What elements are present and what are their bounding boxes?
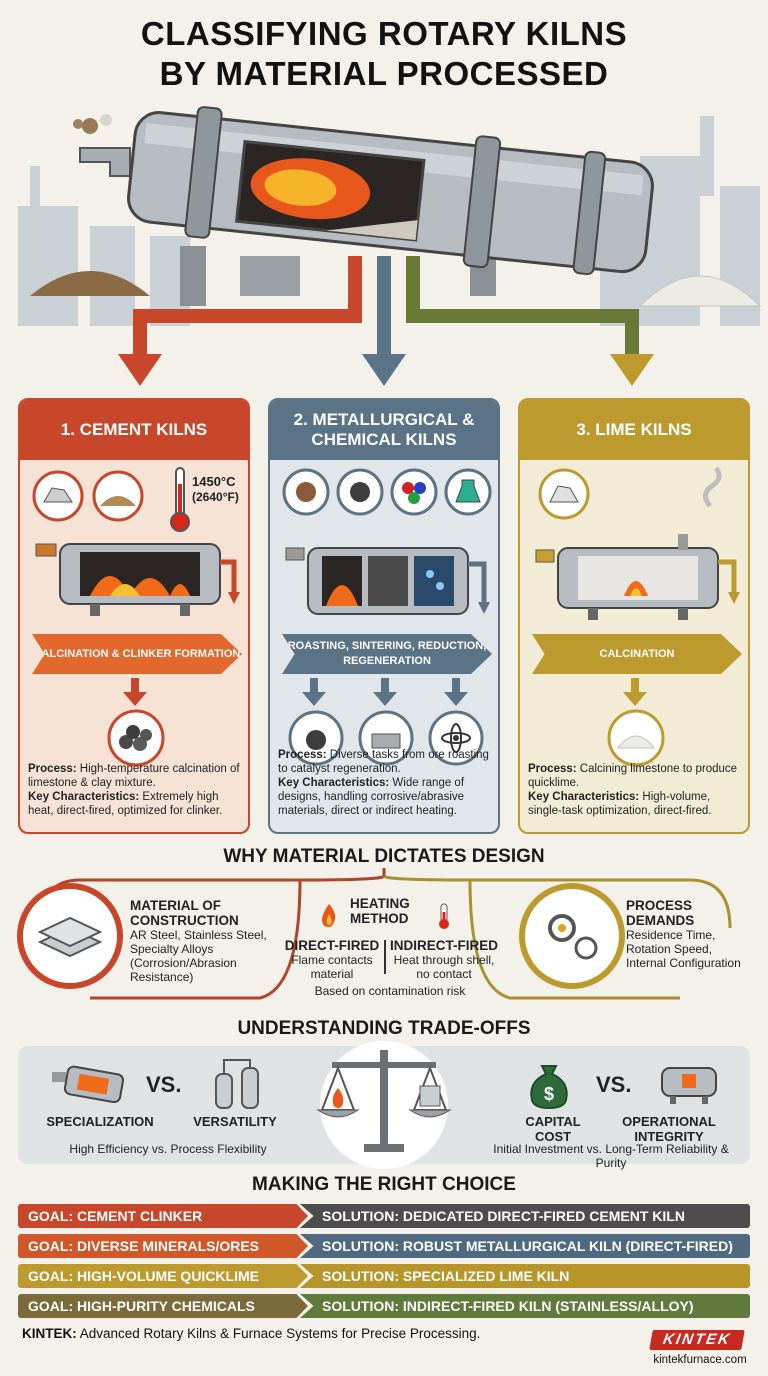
cement-description: Process: High-temperature calcination of… xyxy=(28,763,240,817)
indirect-fired-text: Heat through shell, no contact xyxy=(393,953,495,981)
goal-label: GOAL: HIGH-PURITY CHEMICALS xyxy=(18,1294,308,1318)
arrow-head-cement xyxy=(118,354,162,386)
goal-label: GOAL: DIVERSE MINERALS/ORES xyxy=(18,1234,308,1258)
hero-kiln-illustration xyxy=(18,106,762,386)
heating-divider xyxy=(384,940,386,974)
specialized-kiln-icon xyxy=(52,1065,125,1104)
flame-icon xyxy=(322,904,336,927)
goal-label: GOAL: CEMENT CLINKER xyxy=(18,1204,308,1228)
metallurgical-kiln-icon xyxy=(285,547,490,615)
quicklime-icon xyxy=(607,709,665,767)
solution-label: SOLUTION: DEDICATED DIRECT-FIRED CEMENT … xyxy=(300,1204,750,1228)
arrow-head-metallurgical xyxy=(362,354,406,386)
lime-kiln-card: 3. LIME KILNS CALCINATION Process: Calci… xyxy=(518,398,750,834)
feed-chute xyxy=(79,147,131,177)
cement-kiln-icon xyxy=(35,543,240,616)
metallurgical-kiln-heading: 2. METALLURGICAL & CHEMICAL KILNS xyxy=(270,400,498,460)
lime-kiln-icon xyxy=(535,534,740,620)
svg-text:$: $ xyxy=(544,1084,554,1104)
versatility-label: VERSATILITY xyxy=(193,1114,277,1129)
metallurgical-process-bar: ROASTING, SINTERING, REDUCTION, REGENERA… xyxy=(282,634,492,674)
output-products-icons xyxy=(288,710,484,766)
construction-title: MATERIAL OF CONSTRUCTION xyxy=(130,898,239,928)
money-bag-icon: $ xyxy=(530,1065,568,1110)
process-demands-title: PROCESS DEMANDS xyxy=(626,898,695,928)
choice-row: GOAL: HIGH-VOLUME QUICKLIME SOLUTION: SP… xyxy=(18,1264,750,1288)
arrow-to-lime xyxy=(406,256,639,358)
operational-kiln-icon xyxy=(661,1067,717,1104)
metallurgical-description: Process: Diverse tasks from ore roasting… xyxy=(278,749,489,817)
website-link[interactable]: kintekfurnace.com xyxy=(653,1354,747,1366)
temperature-celsius: 1450°C xyxy=(192,474,236,489)
lime-kiln-heading: 3. LIME KILNS xyxy=(520,400,748,460)
goal-label: GOAL: HIGH-VOLUME QUICKLIME xyxy=(18,1264,308,1288)
choice-row: GOAL: CEMENT CLINKER SOLUTION: DEDICATED… xyxy=(18,1204,750,1228)
contamination-note: Based on contamination risk xyxy=(314,984,466,998)
material-of-construction: MATERIAL OF CONSTRUCTION AR Steel, Stain… xyxy=(130,898,270,984)
temperature-fahrenheit: (2640°F) xyxy=(192,490,239,504)
tradeoffs-panel: VS. SPECIALIZATION VERSATILITY High Effi… xyxy=(18,1041,750,1170)
title-line-2: BY MATERIAL PROCESSED xyxy=(159,55,609,92)
why-heading: WHY MATERIAL DICTATES DESIGN xyxy=(223,846,545,867)
why-connector-lines xyxy=(17,868,732,1000)
limestone-input-icon xyxy=(538,466,722,520)
vs-right: VS. xyxy=(596,1072,632,1097)
indirect-fired-title: INDIRECT-FIRED xyxy=(390,938,498,953)
heating-method: HEATING METHOD xyxy=(300,896,470,926)
choice-row: GOAL: DIVERSE MINERALS/ORES SOLUTION: RO… xyxy=(18,1234,750,1258)
right-tradeoff-subtext: Initial Investment vs. Long-Term Reliabi… xyxy=(493,1142,729,1170)
kintek-logo[interactable]: KINTEK xyxy=(649,1330,745,1350)
down-arrow-icon xyxy=(123,678,147,706)
raw-material-pile xyxy=(30,271,150,296)
construction-text: AR Steel, Stainless Steel, Specialty All… xyxy=(130,928,267,984)
down-arrows-icon xyxy=(302,678,468,706)
clinker-icon xyxy=(107,709,165,767)
kiln-drive xyxy=(240,256,300,296)
choice-row: GOAL: HIGH-PURITY CHEMICALS SOLUTION: IN… xyxy=(18,1294,750,1318)
metallurgical-kiln-card: 2. METALLURGICAL & CHEMICAL KILNS ROASTI… xyxy=(268,398,500,834)
lime-description: Process: Calcining limestone to produce … xyxy=(528,763,738,817)
page-title: CLASSIFYING ROTARY KILNS BY MATERIAL PRO… xyxy=(0,14,768,94)
capital-cost-label: CAPITAL COST xyxy=(525,1114,581,1144)
left-tradeoff-subtext: High Efficiency vs. Process Flexibility xyxy=(69,1142,267,1156)
direct-fired-title: DIRECT-FIRED xyxy=(284,938,380,953)
process-demands-text: Residence Time, Rotation Speed, Internal… xyxy=(626,928,741,970)
operational-integrity-label: OPERATIONAL INTEGRITY xyxy=(622,1114,716,1144)
footer-text: KINTEK: Advanced Rotary Kilns & Furnace … xyxy=(22,1326,481,1341)
process-demands: PROCESS DEMANDS Residence Time, Rotation… xyxy=(626,898,746,970)
specialization-label: SPECIALIZATION xyxy=(46,1114,154,1129)
solution-label: SOLUTION: ROBUST METALLURGICAL KILN (DIR… xyxy=(300,1234,750,1258)
heating-method-title: HEATING METHOD xyxy=(350,896,410,926)
kiln-tube xyxy=(127,106,654,276)
balance-scale-icon xyxy=(316,1041,452,1169)
input-materials-icons xyxy=(282,468,492,516)
choice-heading: MAKING THE RIGHT CHOICE xyxy=(252,1174,516,1195)
arrow-to-cement xyxy=(133,256,362,358)
cement-kiln-card: 1. CEMENT KILNS 1450°C (2640°F) CALCINAT… xyxy=(18,398,250,834)
indirect-fired-box: INDIRECT-FIRED Heat through shell, no co… xyxy=(388,938,500,981)
tradeoffs-heading: UNDERSTANDING TRADE-OFFS xyxy=(237,1018,531,1039)
vs-left: VS. xyxy=(146,1072,182,1097)
solution-label: SOLUTION: INDIRECT-FIRED KILN (STAINLESS… xyxy=(300,1294,750,1318)
cement-kiln-heading: 1. CEMENT KILNS xyxy=(20,400,248,460)
lime-process-bar: CALCINATION xyxy=(532,634,742,674)
kiln-support xyxy=(180,246,206,306)
thermometer-icon xyxy=(439,903,449,929)
cement-process-bar: CALCINATION & CLINKER FORMATION xyxy=(32,634,242,674)
down-arrow-icon xyxy=(623,678,647,706)
solution-label: SOLUTION: SPECIALIZED LIME KILN xyxy=(300,1264,750,1288)
title-line-1: CLASSIFYING ROTARY KILNS xyxy=(140,15,628,52)
direct-fired-text: Flame contacts material xyxy=(291,953,373,981)
raw-materials-icons xyxy=(32,470,144,522)
thermometer-icon xyxy=(170,467,190,532)
arrow-head-lime xyxy=(610,354,654,386)
product-pile xyxy=(638,275,762,307)
direct-fired-box: DIRECT-FIRED Flame contacts material xyxy=(282,938,382,981)
versatile-plant-icon xyxy=(215,1059,259,1109)
